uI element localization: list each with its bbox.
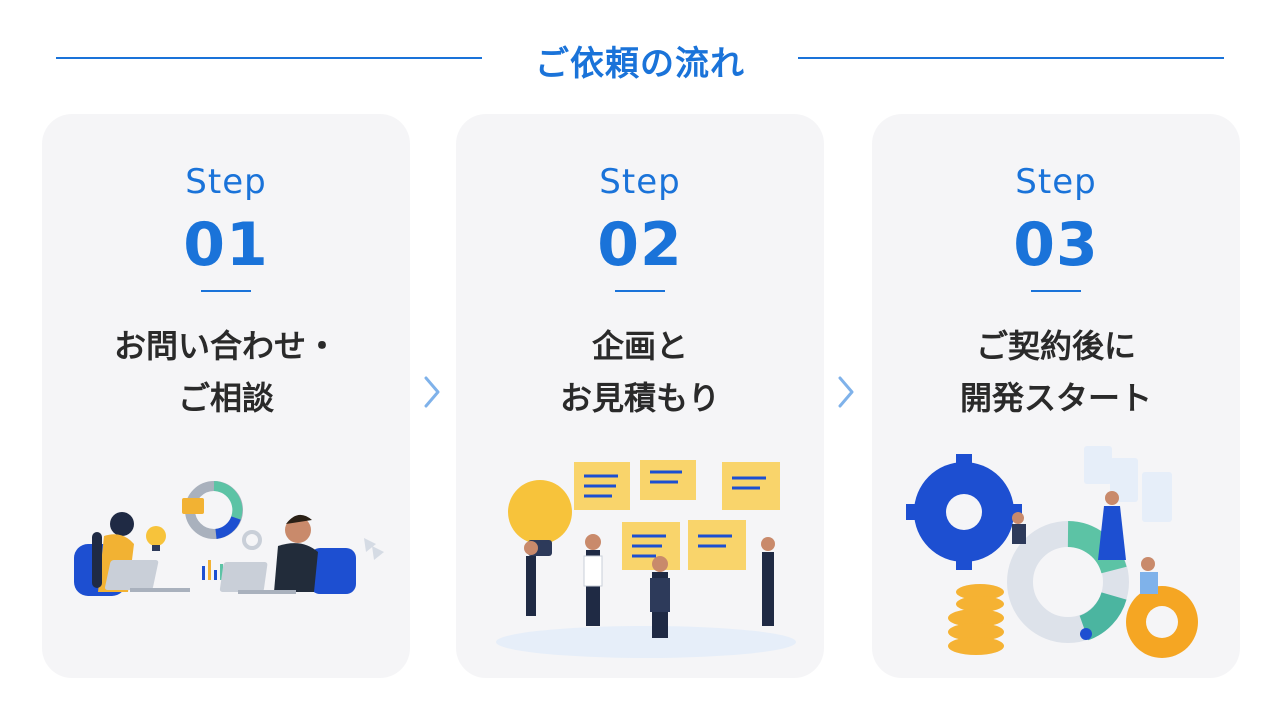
step-title: ご契約後に 開発スタート: [872, 320, 1240, 424]
development-start-illustration: [906, 446, 1198, 658]
step-title-line2: お見積もり: [559, 379, 720, 417]
step-title-line2: 開発スタート: [959, 379, 1152, 417]
step-label: Step: [185, 162, 267, 202]
step-card-02: Step 02 企画と お見積もり: [456, 114, 824, 678]
step-title-line1: 企画と: [591, 327, 688, 365]
step-number: 02: [597, 210, 683, 280]
step-underline: [201, 290, 251, 292]
chevron-right-icon: [838, 376, 854, 408]
step-card-01: Step 01 お問い合わせ・ ご相談: [42, 114, 410, 678]
planning-illustration: [496, 460, 796, 658]
consultation-illustration: [74, 481, 384, 596]
step-underline: [615, 290, 665, 292]
step-label: Step: [599, 162, 681, 202]
section-header: ご依頼の流れ: [0, 30, 1280, 86]
step-label: Step: [1015, 162, 1097, 202]
step-card-03: Step 03 ご契約後に 開発スタート: [872, 114, 1240, 678]
step-underline: [1031, 290, 1081, 292]
step-title-line2: ご相談: [177, 379, 274, 417]
step-title-line1: お問い合わせ・: [113, 327, 338, 365]
step-title: 企画と お見積もり: [456, 320, 824, 424]
header-rule-right: [798, 57, 1224, 59]
step-title: お問い合わせ・ ご相談: [42, 320, 410, 424]
section-title: ご依頼の流れ: [535, 44, 745, 84]
header-rule-left: [56, 57, 482, 59]
step-number: 01: [183, 210, 269, 280]
step-title-line1: ご契約後に: [975, 327, 1136, 365]
chevron-right-icon: [424, 376, 440, 408]
step-number: 03: [1013, 210, 1099, 280]
